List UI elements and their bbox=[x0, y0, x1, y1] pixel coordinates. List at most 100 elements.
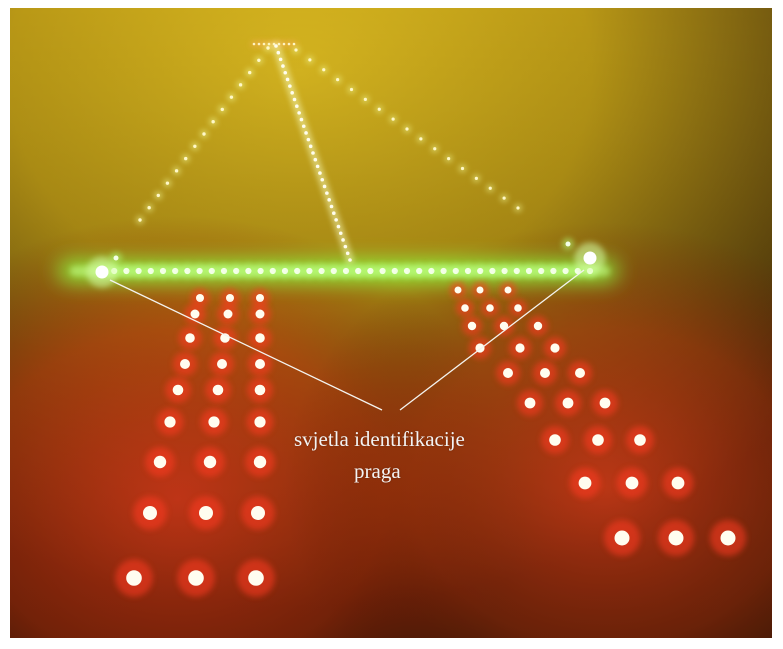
left-approach-light bbox=[193, 144, 197, 148]
left-red-light bbox=[126, 570, 142, 586]
threshold-light bbox=[208, 267, 215, 275]
threshold-light bbox=[123, 267, 130, 275]
center-line-light bbox=[285, 77, 290, 82]
right-approach-light bbox=[322, 68, 326, 72]
threshold-small-light bbox=[113, 255, 119, 261]
right-red-light bbox=[467, 321, 477, 331]
right-red-light bbox=[575, 368, 585, 378]
center-line-light bbox=[332, 211, 336, 215]
threshold-light bbox=[269, 267, 276, 275]
left-approach-light bbox=[184, 156, 188, 161]
right-approach-light bbox=[419, 137, 423, 141]
left-approach-light bbox=[211, 120, 215, 124]
right-red-light bbox=[599, 397, 611, 409]
left-approach-light bbox=[229, 95, 234, 99]
left-red-light bbox=[185, 333, 195, 343]
threshold-light bbox=[318, 267, 325, 275]
threshold-light bbox=[562, 267, 569, 275]
left-red-light bbox=[180, 359, 190, 369]
left-red-light bbox=[226, 294, 234, 302]
left-approach-light bbox=[202, 132, 206, 136]
threshold-end-light-left bbox=[95, 265, 109, 279]
center-line-light bbox=[304, 131, 308, 135]
center-line-light bbox=[288, 84, 292, 88]
threshold-small-light bbox=[565, 241, 571, 247]
left-red-light bbox=[255, 359, 265, 369]
center-line-light bbox=[334, 218, 338, 222]
left-approach-light bbox=[220, 107, 224, 112]
right-approach-light bbox=[447, 157, 451, 161]
left-red-light bbox=[217, 359, 227, 369]
left-red-light bbox=[254, 416, 266, 428]
center-line-light bbox=[345, 251, 350, 256]
threshold-light bbox=[233, 267, 240, 275]
right-red-light bbox=[499, 321, 509, 331]
left-approach-light bbox=[165, 181, 170, 185]
right-red-light bbox=[578, 476, 592, 490]
threshold-light bbox=[257, 267, 264, 275]
center-line-light bbox=[343, 244, 348, 249]
right-red-light bbox=[720, 530, 736, 546]
center-line-light bbox=[338, 231, 343, 236]
threshold-light bbox=[172, 267, 179, 275]
center-line-light bbox=[318, 171, 322, 175]
left-red-light bbox=[256, 294, 264, 302]
threshold-light bbox=[281, 267, 289, 275]
threshold-light bbox=[428, 267, 435, 275]
right-red-light bbox=[454, 286, 462, 294]
center-line-light bbox=[297, 111, 301, 115]
left-approach-light bbox=[156, 193, 160, 198]
right-red-light bbox=[671, 476, 685, 490]
right-red-light bbox=[461, 304, 469, 312]
right-red-light bbox=[503, 368, 513, 378]
threshold-light bbox=[196, 267, 203, 275]
right-red-light bbox=[533, 321, 543, 331]
threshold-light bbox=[135, 267, 142, 275]
threshold-light bbox=[525, 267, 533, 275]
right-red-light bbox=[476, 286, 484, 294]
center-line-light bbox=[320, 177, 325, 182]
center-line-light bbox=[315, 164, 320, 169]
threshold-light bbox=[403, 267, 411, 275]
center-line-light bbox=[301, 124, 306, 129]
center-line-light bbox=[308, 144, 313, 149]
left-red-light bbox=[172, 384, 184, 396]
right-red-light bbox=[614, 530, 630, 546]
right-approach-light bbox=[433, 147, 437, 151]
threshold-light bbox=[306, 267, 313, 275]
threshold-light bbox=[294, 267, 301, 275]
left-red-light bbox=[212, 384, 224, 396]
center-line-light bbox=[341, 238, 345, 242]
center-line-light bbox=[290, 91, 294, 95]
right-red-light bbox=[549, 434, 561, 446]
left-approach-light bbox=[174, 169, 179, 173]
right-red-light bbox=[562, 397, 574, 409]
left-red-light bbox=[190, 309, 200, 319]
right-approach-light bbox=[460, 166, 465, 171]
right-approach-light bbox=[488, 186, 492, 190]
left-red-light bbox=[153, 455, 167, 469]
right-red-light bbox=[504, 286, 512, 294]
threshold-light bbox=[550, 267, 557, 275]
right-approach-light bbox=[363, 97, 367, 101]
caption-line-2: praga bbox=[354, 459, 401, 483]
left-approach-light bbox=[138, 218, 142, 222]
left-red-light bbox=[223, 309, 233, 319]
center-line-light bbox=[299, 117, 304, 122]
center-line-light bbox=[322, 184, 327, 189]
left-red-light bbox=[188, 570, 204, 586]
center-line-light bbox=[306, 137, 311, 142]
threshold-light bbox=[464, 267, 472, 275]
center-line-light bbox=[274, 44, 278, 48]
center-line-light bbox=[295, 104, 299, 108]
threshold-light bbox=[391, 267, 398, 275]
left-red-light bbox=[253, 455, 267, 469]
center-line-light bbox=[281, 64, 285, 68]
left-red-light bbox=[143, 506, 157, 520]
right-approach-light bbox=[308, 58, 312, 62]
apex-light bbox=[282, 42, 286, 46]
threshold-end-light-right bbox=[583, 251, 597, 265]
threshold-light bbox=[538, 267, 545, 275]
center-line-light bbox=[313, 157, 318, 162]
